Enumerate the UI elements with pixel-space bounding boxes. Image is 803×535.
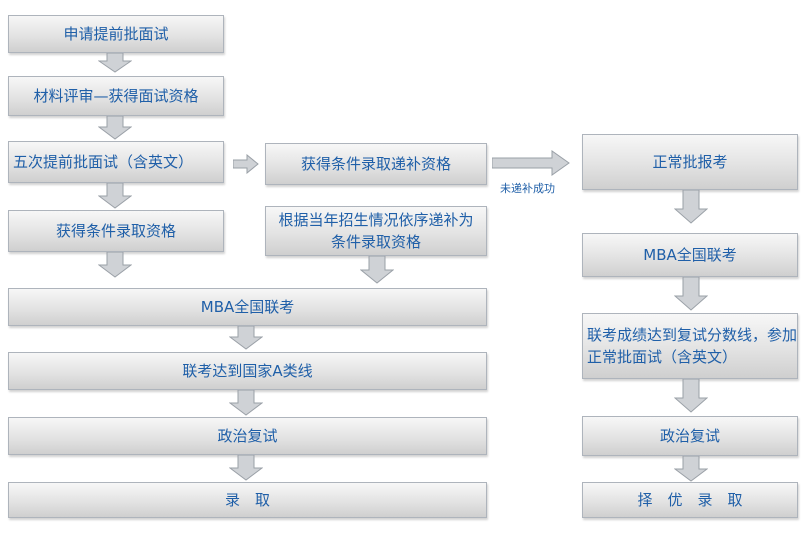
mba-national-exam-text: MBA全国联考 <box>200 298 295 316</box>
national-a-line-box: 联考达到国家A类线 <box>8 352 487 390</box>
down-arrow <box>360 256 394 284</box>
conditional-admission-box: 获得条件录取资格 <box>8 210 224 252</box>
down-arrow <box>98 116 132 140</box>
material-review-text: 材料评审—获得面试资格 <box>33 87 199 105</box>
down-arrow <box>229 326 263 350</box>
supplement-qualification-box: 获得条件录取递补资格 <box>265 143 487 185</box>
five-interviews-box: 五次提前批面试（含英文） <box>8 141 224 183</box>
down-arrow <box>674 456 708 482</box>
right-mba-exam-box: MBA全国联考 <box>582 233 798 277</box>
retest-score-box: 联考成绩达到复试分数线，参加正常批面试（含英文） <box>582 313 798 379</box>
down-arrow <box>674 190 708 224</box>
down-arrow <box>229 390 263 416</box>
admission-text: 录 取 <box>224 491 270 509</box>
down-arrow <box>98 53 132 73</box>
admission-box: 录 取 <box>8 482 487 518</box>
mba-national-exam-box: MBA全国联考 <box>8 288 487 326</box>
five-interviews-text: 五次提前批面试（含英文） <box>13 153 194 171</box>
material-review-box: 材料评审—获得面试资格 <box>8 76 224 116</box>
not-supplemented-label: 未递补成功 <box>500 182 555 195</box>
merit-admission-text: 择 优 录 取 <box>637 491 743 509</box>
order-supplement-text: 根据当年招生情况依序递补为条件录取资格 <box>278 211 474 251</box>
politics-retest-box: 政治复试 <box>8 417 487 455</box>
right-politics-retest-box: 政治复试 <box>582 416 798 456</box>
down-arrow <box>98 183 132 209</box>
retest-score-text: 联考成绩达到复试分数线，参加正常批面试（含英文） <box>587 326 798 366</box>
down-arrow <box>98 252 132 278</box>
down-arrow <box>674 379 708 413</box>
right-mba-exam-text: MBA全国联考 <box>643 246 737 264</box>
politics-retest-text: 政治复试 <box>217 427 278 445</box>
national-a-line-text: 联考达到国家A类线 <box>182 362 313 380</box>
apply-early-interview-box: 申请提前批面试 <box>8 15 224 53</box>
normal-application-text: 正常批报考 <box>652 153 728 171</box>
supplement-qualification-text: 获得条件录取递补资格 <box>300 155 451 173</box>
right-politics-retest-text: 政治复试 <box>659 427 720 445</box>
apply-early-interview-text: 申请提前批面试 <box>63 25 169 43</box>
order-supplement-box: 根据当年招生情况依序递补为条件录取资格 <box>265 206 487 256</box>
conditional-admission-text: 获得条件录取资格 <box>55 222 176 240</box>
down-arrow <box>674 277 708 311</box>
merit-admission-box: 择 优 录 取 <box>582 482 798 518</box>
normal-application-box: 正常批报考 <box>582 134 798 190</box>
right-arrow <box>233 154 259 174</box>
right-arrow <box>492 150 570 176</box>
down-arrow <box>229 455 263 481</box>
